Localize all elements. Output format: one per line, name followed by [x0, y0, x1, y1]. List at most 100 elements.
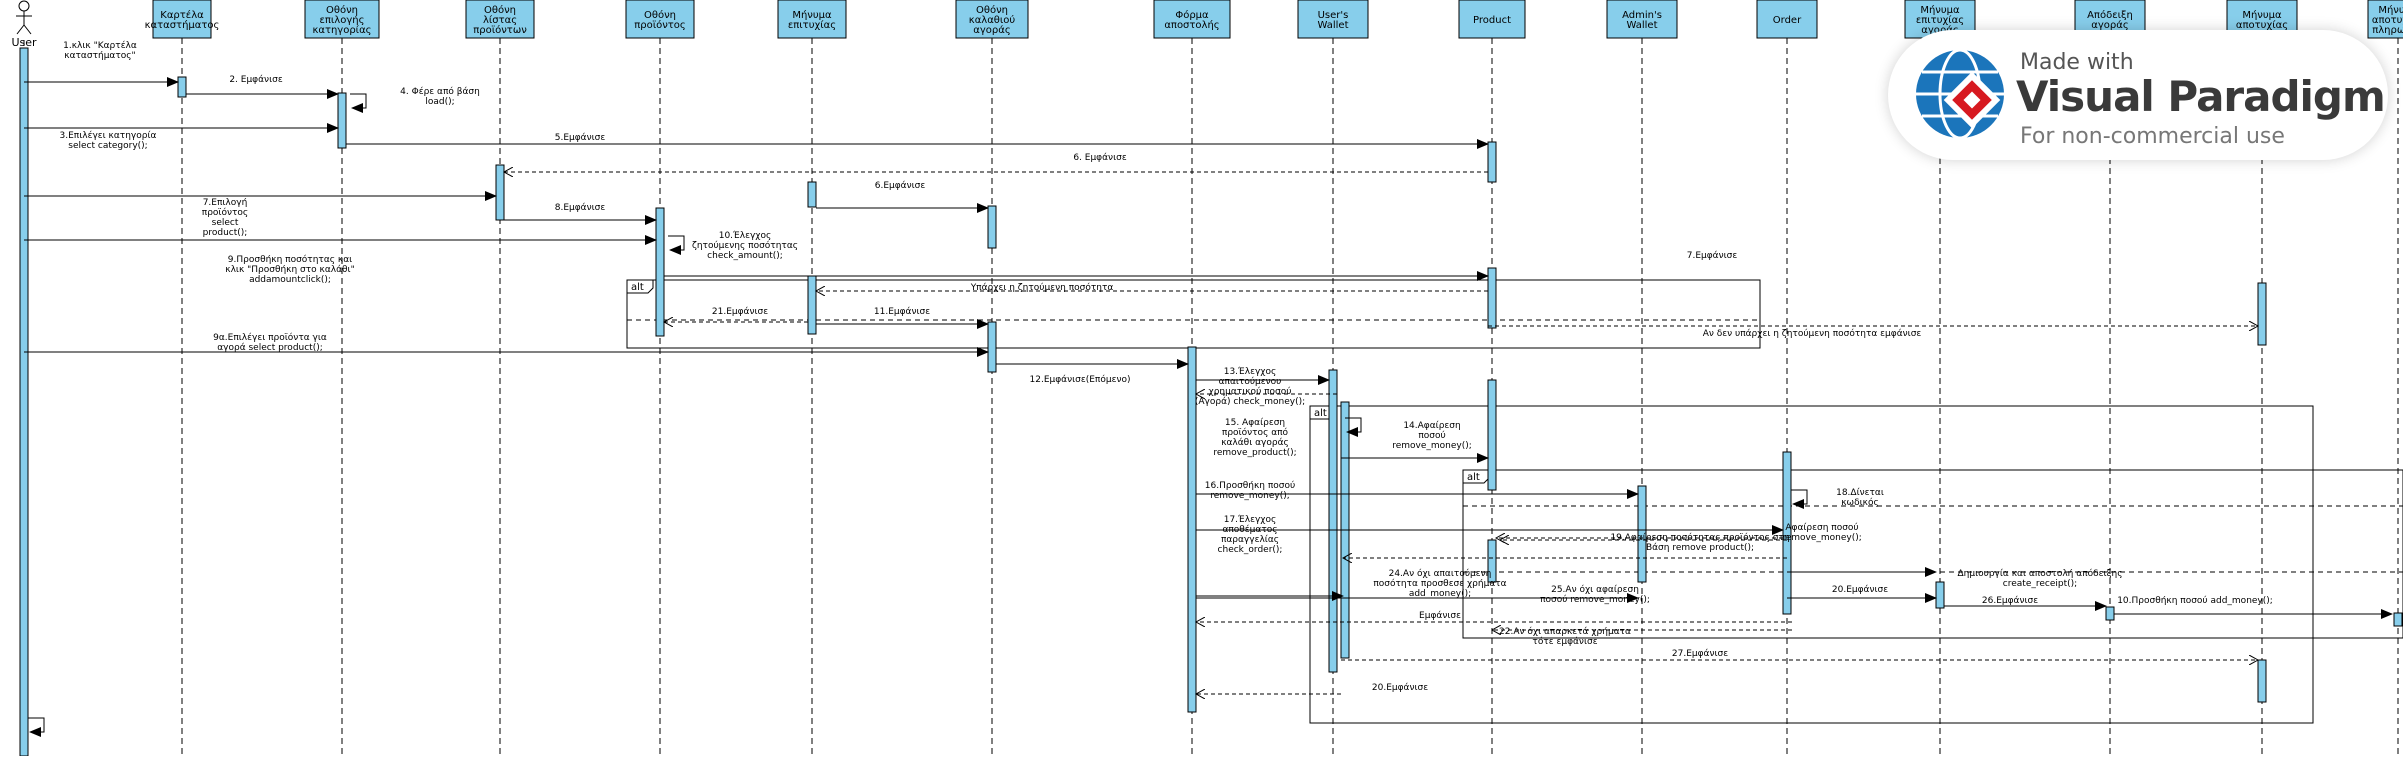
- watermark-subtitle: For non-commercial use: [2020, 124, 2285, 149]
- lifeline-head-label: User: [11, 36, 37, 49]
- alt-fragment-label: alt: [1314, 408, 1327, 419]
- visual-paradigm-logo-icon: [1916, 48, 2004, 140]
- self-message-arrow: [1791, 489, 1808, 509]
- activation-bar: [987, 321, 997, 373]
- message-label: Υπάρχει η ζητούμενη ποσότητα: [970, 282, 1114, 293]
- message-label: 21.Εμφάνισε: [712, 307, 768, 317]
- lifeline-head-a2: [304, 0, 380, 39]
- lifeline-head-a11: [1756, 0, 1818, 39]
- message-label: 8.Εμφάνισε: [555, 203, 606, 213]
- message-label: Αν δεν υπάρχει η ζητούμενη ποσότητα εμφά…: [1703, 328, 1922, 339]
- message-label: 12.Εμφάνισε(Επόμενο): [1030, 374, 1131, 385]
- activation-bar: [495, 164, 505, 221]
- activation-bar: [1487, 267, 1497, 329]
- lifeline-head-a9: [1458, 0, 1526, 39]
- lifeline-head-label: Product: [1473, 15, 1511, 26]
- activation-bar: [807, 181, 817, 208]
- lifeline-head-a7: [1153, 0, 1231, 39]
- lifeline-head-a1: [152, 0, 212, 39]
- watermark-brand: Visual Paradigm: [2016, 72, 2386, 121]
- message-label: 6.Εμφάνισε: [875, 181, 926, 191]
- lifeline-head-a5: [777, 0, 847, 39]
- activation-bar: [2257, 282, 2267, 346]
- alt-fragment-label: alt: [631, 282, 644, 293]
- user-actor-leg-right: [23, 24, 32, 35]
- alt-fragment: [626, 279, 1761, 349]
- activation-bar: [807, 275, 817, 335]
- activation-bar: [337, 92, 347, 149]
- alt-fragment: [1462, 469, 2403, 639]
- lifeline-head-a6: [955, 0, 1029, 39]
- message-label: 6. Εμφάνισε: [1073, 153, 1127, 163]
- self-message-arrow: [1345, 417, 1362, 437]
- activation-bar: [1487, 539, 1497, 583]
- activation-bar: [2393, 612, 2403, 627]
- lifeline-head-label: Μήνυμααποτυχίαςπληρωμής: [2372, 4, 2403, 36]
- activation-bar: [1487, 141, 1497, 183]
- message-label: 11.Εμφάνισε: [874, 307, 930, 317]
- message-label: 26.Εμφάνισε: [1982, 596, 2038, 606]
- activation-bar: [987, 205, 997, 249]
- message-label: 27.Εμφάνισε: [1672, 649, 1728, 659]
- lifeline-head-a10: [1606, 0, 1678, 39]
- message-label: 20.Εμφάνισε: [1372, 683, 1428, 693]
- activation-bar: [2105, 606, 2115, 621]
- activation-bar: [2257, 659, 2267, 703]
- activation-bar: [1328, 369, 1338, 673]
- message-label: 5.Εμφάνισε: [555, 133, 606, 143]
- activation-bar: [19, 47, 29, 757]
- alt-fragment: [1309, 405, 2314, 724]
- lifeline-head-a4: [625, 0, 695, 39]
- message-label: 2. Εμφάνισε: [229, 75, 283, 85]
- lifeline-head-a3: [465, 0, 535, 39]
- self-message-arrow: [668, 235, 685, 255]
- activation-bar: [1935, 581, 1945, 609]
- activation-bar: [1487, 379, 1497, 491]
- activation-bar: [177, 76, 187, 98]
- lifeline-head-label: Order: [1773, 15, 1802, 26]
- activation-bar: [655, 207, 665, 337]
- lifeline-head-a15: [2367, 0, 2403, 39]
- self-message-arrow: [350, 93, 367, 113]
- message-label: 10.Προσθήκη ποσού add_money();: [2117, 595, 2273, 606]
- visual-paradigm-watermark: Made with Visual Paradigm For non-commer…: [1888, 30, 2388, 160]
- user-actor-leg-left: [16, 24, 25, 35]
- alt-fragment-tag: [626, 279, 654, 294]
- watermark-made-with: Made with: [2020, 50, 2134, 75]
- message-label: 7.Εμφάνισε: [1687, 251, 1738, 261]
- user-actor-icon: [18, 0, 30, 12]
- self-message-arrow: [28, 717, 45, 737]
- activation-bar: [1637, 485, 1647, 583]
- lifeline-head-a8: [1297, 0, 1369, 39]
